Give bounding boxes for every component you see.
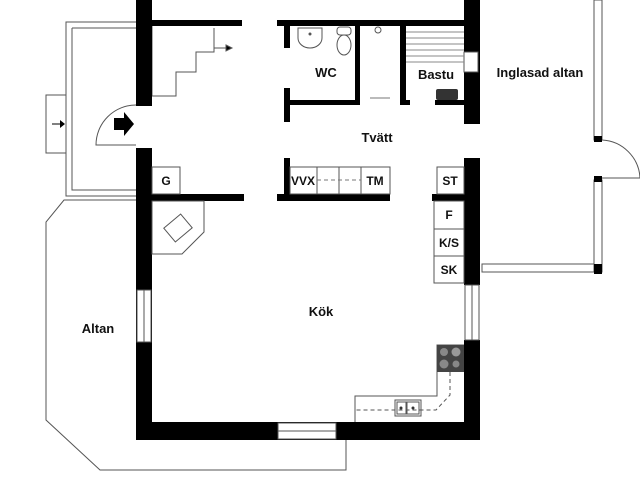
counter-dashed-line xyxy=(356,372,451,411)
sauna-bench xyxy=(406,31,464,63)
st-cabinet xyxy=(436,166,465,195)
altan-outline xyxy=(45,199,347,471)
room-label-inglasad-altan: Inglasad altan xyxy=(497,65,584,80)
shower-head-icon xyxy=(374,26,382,34)
entrance-porch xyxy=(45,21,137,197)
toilet-icon xyxy=(336,26,352,56)
windows xyxy=(136,51,480,440)
fixture-label-tm: TM xyxy=(366,174,383,188)
kitchen-tall-cabinets xyxy=(433,200,465,284)
fixture-label-g: G xyxy=(161,174,170,188)
kitchen-sink-icon xyxy=(394,399,422,417)
fixture-label-vvx: VVX xyxy=(291,174,315,188)
stove-icon xyxy=(437,345,464,372)
walls xyxy=(136,0,480,440)
staircase xyxy=(151,26,234,97)
room-label-wc: WC xyxy=(315,65,337,80)
glazed-porch-outline xyxy=(481,0,640,274)
entrance-arrow-icon xyxy=(114,112,134,136)
sink-icon xyxy=(297,27,323,49)
fireplace-icon xyxy=(151,200,205,255)
room-label-bastu: Bastu xyxy=(418,67,454,82)
room-label-kok: Kök xyxy=(309,304,334,319)
room-label-altan: Altan xyxy=(82,321,115,336)
sauna-stove-icon xyxy=(436,89,458,100)
fixture-label-sk: SK xyxy=(441,263,458,277)
fixture-label-ks: K/S xyxy=(439,236,459,250)
laundry-counter xyxy=(289,166,391,195)
room-label-tvatt: Tvätt xyxy=(361,130,393,145)
fixture-label-f: F xyxy=(445,208,452,222)
g-cabinet xyxy=(151,166,181,195)
fixture-label-st: ST xyxy=(442,174,458,188)
